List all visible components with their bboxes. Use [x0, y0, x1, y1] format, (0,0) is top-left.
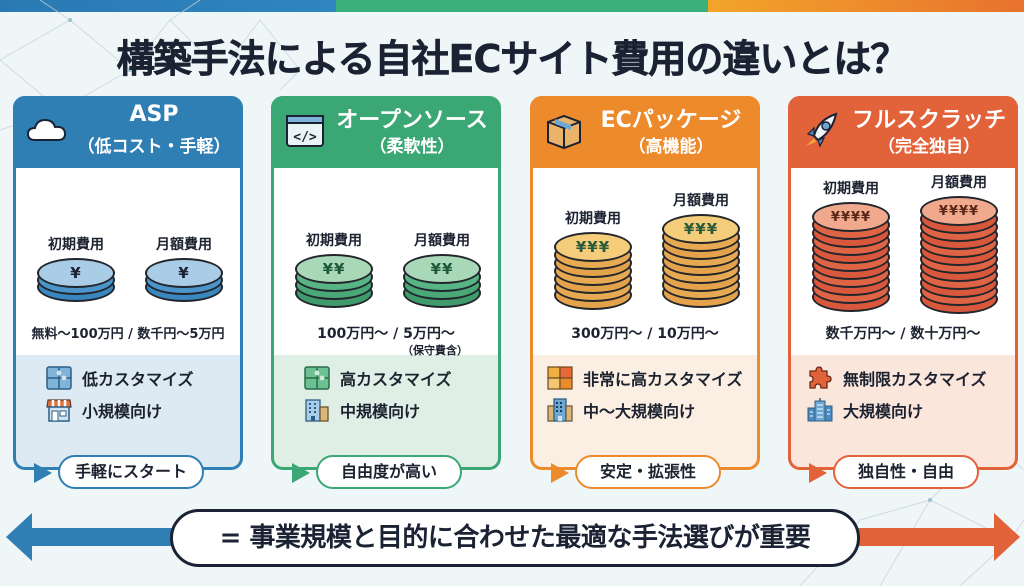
monthly-cost: 月額費用 ¥ [134, 234, 234, 304]
top-bar-green [336, 0, 708, 12]
initial-cost: 初期費用 ¥ [26, 234, 126, 304]
feature-item: 中〜大規模向け [547, 397, 695, 423]
feature-item: 低カスタマイズ [46, 365, 194, 391]
initial-cost-label: 初期費用 [565, 211, 621, 227]
card-title: フルスクラッチ [851, 108, 1006, 133]
feature-item: 中規模向け [304, 397, 420, 423]
card-header: フルスクラッチ （完全独自） [788, 96, 1018, 168]
package-box-icon [547, 114, 581, 150]
initial-cost: 初期費用 ¥¥¥¥ [801, 178, 901, 314]
price-note: （保守費含） [402, 344, 468, 357]
monthly-cost: 月額費用 ¥¥ [392, 230, 492, 310]
feature-list: 非常に高カスタマイズ 中〜大規模向け [533, 355, 757, 467]
card-asp: ASP （低コスト・手軽） 初期費用 ¥ 月額費用 ¥ 無料〜100万円 / 数… [13, 96, 243, 489]
monthly-cost-label: 月額費用 [414, 233, 470, 249]
coin-stack-icon: ¥¥¥¥ [812, 202, 890, 314]
pointer-arrow-icon [34, 463, 52, 483]
monthly-cost: 月額費用 ¥¥¥ [651, 190, 751, 312]
tagline-badge: 安定・拡張性 [575, 455, 721, 489]
pointer-arrow-icon [809, 463, 827, 483]
right-arrow-icon [830, 513, 1020, 561]
puzzle-piece-icon [809, 366, 832, 389]
monthly-cost-label: 月額費用 [156, 237, 212, 253]
feature-list: 低カスタマイズ 小規模向け [16, 355, 240, 467]
initial-cost-label: 初期費用 [48, 237, 104, 253]
coin-stack-icon: ¥¥¥ [662, 214, 740, 312]
feature-item: 非常に高カスタマイズ [547, 365, 743, 391]
card-title: ECパッケージ [600, 108, 742, 133]
card-title: オープンソース [336, 108, 488, 133]
feature-item: 高カスタマイズ [304, 365, 452, 391]
office-building-icon [547, 398, 573, 422]
office-building-icon [305, 399, 329, 422]
card-subtitle: （完全独自） [878, 137, 980, 157]
monthly-cost: 月額費用 ¥¥¥¥ [909, 172, 1009, 316]
pointer-arrow-icon [551, 463, 569, 483]
feature-item: 小規模向け [46, 397, 162, 423]
feature-list: 無制限カスタマイズ 大規模向け [791, 355, 1015, 467]
price-range: 100万円〜 / 5万円〜 [317, 326, 455, 342]
card-cost-section: 初期費用 ¥¥¥ 月額費用 ¥¥¥ [533, 168, 757, 355]
coin-stack-icon: ¥¥ [403, 254, 481, 310]
initial-cost: 初期費用 ¥¥¥ [543, 208, 643, 312]
feature-item: 大規模向け [807, 397, 923, 423]
card-subtitle: （高機能） [628, 137, 714, 157]
feature-item: 無制限カスタマイズ [807, 365, 987, 391]
monthly-cost-label: 月額費用 [673, 193, 729, 209]
card-open-source: </> オープンソース （柔軟性） 初期費用 ¥¥ 月額費用 ¥¥ 100万円〜… [271, 96, 501, 489]
price-range: 300万円〜 / 10万円〜 [571, 326, 719, 342]
price-range: 無料〜100万円 / 数千円〜5万円 [31, 327, 225, 342]
monthly-cost-label: 月額費用 [931, 175, 987, 191]
page-title: 構築手法による自社ECサイト費用の違いとは？ [116, 37, 908, 82]
card-cost-section: 初期費用 ¥ 月額費用 ¥ 無料〜100万円 / 数千円〜5万円 [16, 168, 240, 355]
cloud-icon [26, 118, 67, 141]
card-subtitle: （低コスト・手軽） [77, 137, 231, 157]
card-header: ECパッケージ （高機能） [530, 96, 760, 168]
top-bar-orange [708, 0, 1024, 12]
initial-cost-label: 初期費用 [306, 233, 362, 249]
puzzle-icon [46, 366, 72, 390]
card-header: </> オープンソース （柔軟性） [271, 96, 501, 168]
coin-stack-icon: ¥ [145, 258, 223, 304]
price-range: 数千万円〜 / 数十万円〜 [825, 326, 981, 342]
rocket-icon [806, 112, 838, 148]
coin-stack-icon: ¥¥¥¥ [920, 196, 998, 316]
coin-stack-icon: ¥¥¥ [554, 232, 632, 312]
card-cost-section: 初期費用 ¥¥¥¥ 月額費用 [791, 168, 1015, 355]
puzzle-icon [547, 366, 573, 390]
coin-stack-icon: ¥ [37, 258, 115, 304]
skyscraper-icon [807, 398, 833, 422]
coin-stack-icon: ¥¥ [295, 254, 373, 310]
puzzle-icon [304, 366, 330, 390]
top-color-bar [0, 0, 1024, 12]
tagline-badge: 自由度が高い [316, 455, 462, 489]
card-title: ASP [129, 102, 179, 127]
tagline-badge: 手軽にスタート [58, 455, 204, 489]
pointer-arrow-icon [292, 463, 310, 483]
initial-cost-label: 初期費用 [823, 181, 879, 197]
card-full-scratch: フルスクラッチ （完全独自） 初期費用 ¥¥¥¥ 月額費用 [788, 96, 1018, 489]
code-window-icon: </> [286, 115, 324, 147]
card-ec-package: ECパッケージ （高機能） 初期費用 ¥¥¥ 月額費用 [530, 96, 760, 489]
card-header: ASP （低コスト・手軽） [13, 96, 243, 168]
card-subtitle: （柔軟性） [369, 137, 455, 157]
left-arrow-icon [6, 513, 196, 561]
tagline-badge: 独自性・自由 [833, 455, 979, 489]
storefront-icon [46, 399, 72, 422]
svg-text:</>: </> [293, 130, 317, 145]
conclusion-banner: = 事業規模と目的に合わせた最適な手法選びが重要 [170, 509, 860, 567]
initial-cost: 初期費用 ¥¥ [284, 230, 384, 310]
top-bar-blue [0, 0, 336, 12]
card-cost-section: 初期費用 ¥¥ 月額費用 ¥¥ 100万円〜 / 5万円〜 （保守費含） [274, 168, 498, 357]
feature-list: 高カスタマイズ 中規模向け [274, 355, 498, 467]
